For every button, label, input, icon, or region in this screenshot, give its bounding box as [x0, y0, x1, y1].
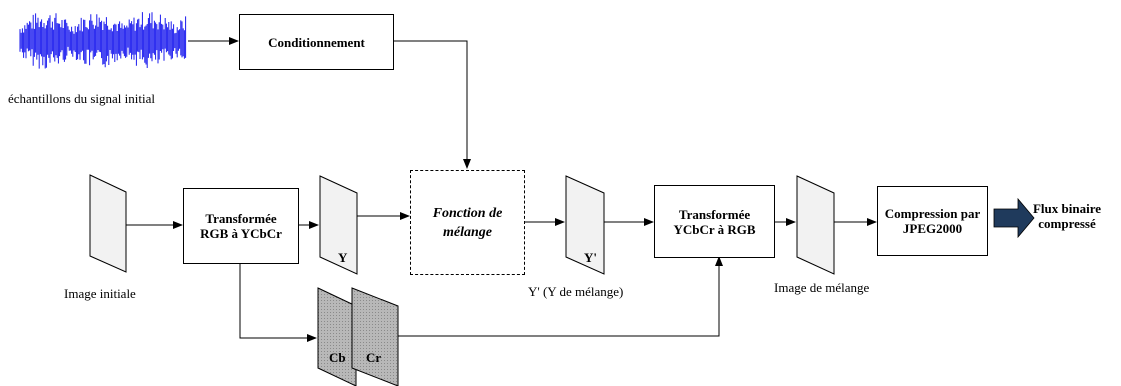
mixing-function-block: Fonction de mélange — [410, 170, 525, 275]
y-plane-label: Y — [338, 250, 348, 265]
initial-image-plane — [89, 174, 127, 273]
compression-block: Compression par JPEG2000 — [877, 186, 988, 256]
compression-label: Compression par JPEG2000 — [884, 206, 981, 236]
output-block-arrow — [993, 197, 1035, 239]
mixing-function-label: Fonction de mélange — [432, 205, 503, 240]
arrow-conditioning-to-mixing — [393, 40, 471, 169]
cr-plane-label: Cr — [366, 350, 382, 365]
conditioning-block: Conditionnement — [239, 14, 394, 70]
arrow-transform-to-cbcr — [239, 263, 317, 342]
mixed-image-plane — [796, 175, 835, 275]
conditioning-label: Conditionnement — [268, 34, 365, 50]
y-plane — [319, 175, 358, 275]
rgb-to-ycbcr-label: Transformée RGB à YCbCr — [200, 211, 282, 241]
ycbcr-to-rgb-block: Transformée YCbCr à RGB — [654, 185, 775, 258]
mixed-y-label: Y' (Y de mélange) — [528, 284, 624, 299]
arrow-cbcr-to-transform — [398, 256, 723, 337]
output-label: Flux binaire compressé — [1032, 201, 1102, 231]
y-prime-plane-label: Y' — [584, 250, 597, 265]
signal-samples-label: échantillons du signal initial — [8, 91, 155, 106]
rgb-to-ycbcr-block: Transformée RGB à YCbCr — [183, 188, 299, 264]
cr-plane — [351, 287, 399, 386]
ycbcr-to-rgb-label: Transformée YCbCr à RGB — [673, 206, 756, 237]
y-prime-plane — [565, 175, 605, 275]
cb-plane-label: Cb — [329, 350, 346, 365]
cb-plane — [317, 287, 357, 386]
audio-waveform — [19, 12, 187, 69]
initial-image-label: Image initiale — [64, 286, 136, 301]
mixed-image-label: Image de mélange — [774, 280, 870, 295]
